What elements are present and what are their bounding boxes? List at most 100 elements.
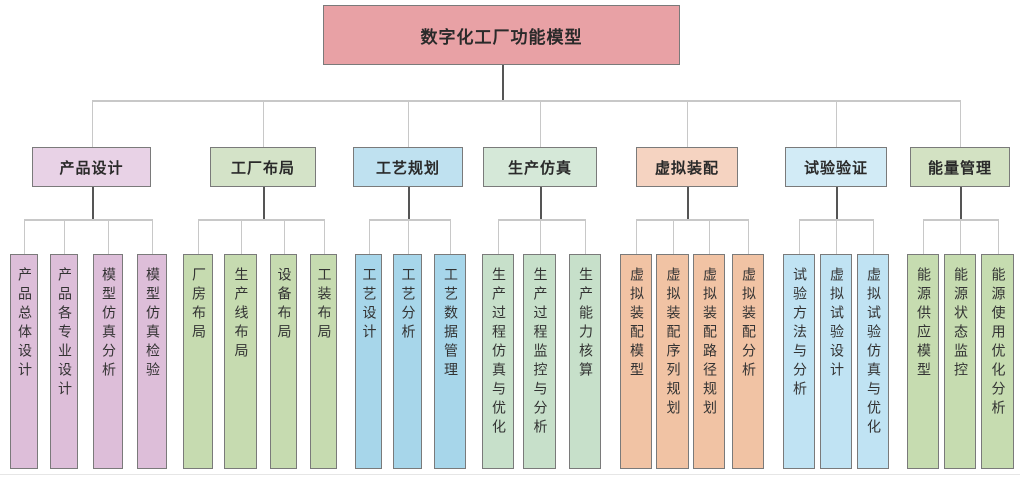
function-leaf-label: 能源供应模型 (915, 267, 931, 381)
function-leaf-label: 试验方法与分析 (791, 267, 807, 400)
function-leaf-node: 模型仿真分析 (93, 254, 123, 469)
leaf-bus-line (24, 219, 153, 221)
function-leaf-node: 虚拟装配序列规划 (656, 254, 689, 469)
category-label: 产品设计 (59, 158, 124, 177)
function-leaf-node: 模型仿真检验 (137, 254, 167, 469)
function-leaf-label: 工艺分析 (399, 267, 416, 343)
leaf-drop-line (923, 219, 924, 254)
category-node: 工厂布局 (210, 147, 316, 187)
function-leaf-label: 生产能力核算 (577, 267, 593, 381)
category-stem-line (836, 187, 838, 219)
function-leaf-node: 生产过程仿真与优化 (482, 254, 514, 469)
leaf-drop-line (960, 219, 961, 254)
category-drop-line (960, 100, 961, 147)
leaf-drop-line (709, 219, 710, 254)
category-node: 产品设计 (32, 147, 151, 187)
function-leaf-node: 产品总体设计 (10, 254, 38, 469)
leaf-bus-line (636, 219, 749, 221)
function-leaf-node: 生产能力核算 (569, 254, 601, 469)
leaf-drop-line (748, 219, 749, 254)
function-leaf-label: 模型仿真分析 (100, 267, 116, 381)
category-stem-line (540, 187, 542, 219)
category-label: 虚拟装配 (654, 158, 719, 177)
function-leaf-label: 虚拟试验仿真与优化 (865, 267, 881, 438)
function-leaf-label: 工艺设计 (360, 267, 377, 343)
function-leaf-label: 产品各专业设计 (56, 267, 72, 400)
category-drop-line (687, 100, 688, 147)
leaf-drop-line (108, 219, 109, 254)
category-stem-line (408, 187, 410, 219)
category-node: 生产仿真 (483, 147, 597, 187)
function-leaf-node: 工艺数据管理 (434, 254, 466, 469)
function-leaf-label: 厂房布局 (190, 267, 206, 343)
function-leaf-label: 生产过程监控与分析 (531, 267, 548, 438)
leaf-drop-line (799, 219, 800, 254)
function-leaf-node: 虚拟试验仿真与优化 (857, 254, 889, 469)
function-leaf-label: 生产线布局 (232, 267, 249, 362)
leaf-drop-line (673, 219, 674, 254)
function-leaf-node: 工艺设计 (355, 254, 382, 469)
leaf-drop-line (198, 219, 199, 254)
root-node: 数字化工厂功能模型 (323, 5, 680, 65)
leaf-bus-line (369, 219, 451, 221)
leaf-drop-line (636, 219, 637, 254)
root-connector (502, 65, 504, 100)
leaf-drop-line (152, 219, 153, 254)
function-leaf-node: 厂房布局 (183, 254, 213, 469)
leaf-drop-line (498, 219, 499, 254)
leaf-drop-line (369, 219, 370, 254)
leaf-drop-line (585, 219, 586, 254)
leaf-drop-line (24, 219, 25, 254)
function-leaf-node: 虚拟装配模型 (620, 254, 652, 469)
function-leaf-node: 工装布局 (310, 254, 337, 469)
function-leaf-node: 能源状态监控 (944, 254, 976, 469)
category-stem-line (687, 187, 689, 219)
leaf-bus-line (498, 219, 586, 221)
root-title: 数字化工厂功能模型 (420, 27, 583, 48)
leaf-drop-line (873, 219, 874, 254)
function-leaf-label: 工艺数据管理 (442, 267, 458, 381)
category-label: 试验验证 (803, 158, 868, 177)
function-leaf-label: 能源使用优化分析 (989, 267, 1006, 419)
leaf-drop-line (284, 219, 285, 254)
function-leaf-node: 能源供应模型 (907, 254, 939, 469)
function-leaf-label: 虚拟试验设计 (828, 267, 844, 381)
bottom-divider (0, 474, 1020, 475)
category-node: 虚拟装配 (636, 147, 738, 187)
category-drop-line (263, 100, 264, 147)
function-leaf-node: 产品各专业设计 (50, 254, 78, 469)
function-leaf-label: 产品总体设计 (16, 267, 32, 381)
function-leaf-label: 生产过程仿真与优化 (490, 267, 506, 438)
function-leaf-node: 试验方法与分析 (783, 254, 815, 469)
function-leaf-label: 虚拟装配分析 (740, 267, 756, 381)
function-leaf-node: 生产线布局 (224, 254, 257, 469)
function-leaf-label: 虚拟装配序列规划 (664, 267, 681, 419)
leaf-drop-line (64, 219, 65, 254)
category-stem-line (263, 187, 265, 219)
leaf-bus-line (198, 219, 325, 221)
function-leaf-node: 虚拟装配路径规划 (693, 254, 725, 469)
function-leaf-label: 能源状态监控 (952, 267, 968, 381)
category-node: 工艺规划 (353, 147, 463, 187)
leaf-drop-line (324, 219, 325, 254)
category-label: 工厂布局 (230, 158, 295, 177)
function-leaf-node: 生产过程监控与分析 (523, 254, 556, 469)
function-leaf-label: 虚拟装配路径规划 (701, 267, 717, 419)
category-label: 工艺规划 (375, 158, 440, 177)
leaf-drop-line (836, 219, 837, 254)
category-drop-line (540, 100, 541, 147)
category-stem-line (92, 187, 94, 219)
function-leaf-node: 工艺分析 (393, 254, 422, 469)
function-leaf-node: 虚拟试验设计 (820, 254, 852, 469)
category-bus-line (92, 100, 961, 102)
leaf-drop-line (998, 219, 999, 254)
category-node: 试验验证 (785, 147, 887, 187)
leaf-drop-line (408, 219, 409, 254)
leaf-drop-line (540, 219, 541, 254)
category-label: 生产仿真 (507, 158, 572, 177)
function-leaf-node: 虚拟装配分析 (732, 254, 764, 469)
function-leaf-node: 能源使用优化分析 (981, 254, 1014, 469)
function-leaf-label: 模型仿真检验 (144, 267, 160, 381)
leaf-bus-line (923, 219, 999, 221)
